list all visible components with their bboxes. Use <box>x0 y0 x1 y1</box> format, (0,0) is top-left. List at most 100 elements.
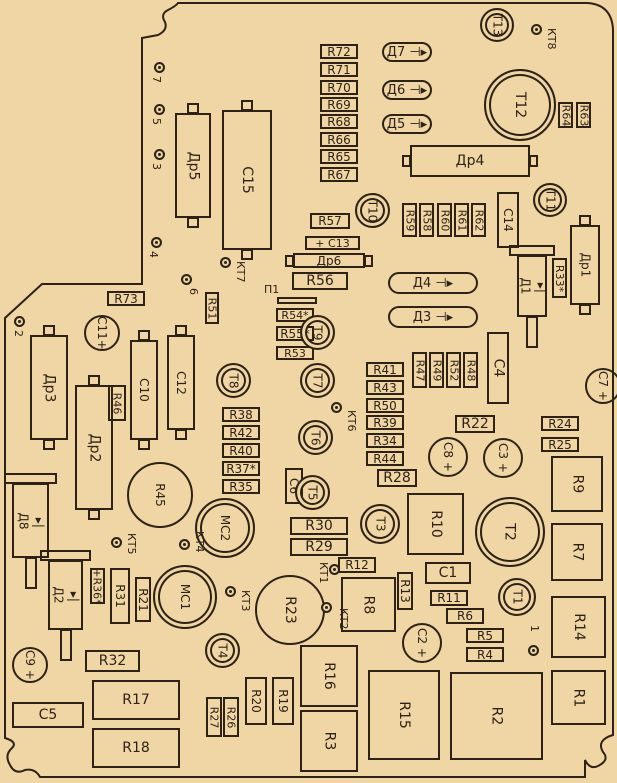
component-r15: R15 <box>368 670 440 760</box>
component-t10: Т10 <box>355 193 390 228</box>
diode-icon: ▸| <box>533 279 548 293</box>
component-r30: R30 <box>290 517 348 535</box>
component-c15-lead <box>241 249 253 260</box>
component-label: R9 <box>568 474 585 494</box>
component-r70: R70 <box>320 80 358 95</box>
pad-p3-label: 3 <box>150 163 163 170</box>
component-r38: R38 <box>222 407 260 422</box>
component-r71: R71 <box>320 62 358 77</box>
test-point-kt5-label: КТ5 <box>125 533 138 555</box>
component-t8: Т8 <box>216 363 251 398</box>
component-label: R73 <box>114 291 138 306</box>
component-r11: R11 <box>430 590 468 606</box>
component-t12: Т12 <box>484 69 556 141</box>
pad-p2-icon <box>14 316 25 327</box>
component-label: R32 <box>98 653 127 669</box>
pad-p7-label: 7 <box>150 76 163 83</box>
component-r65: R65 <box>320 149 358 164</box>
component-r9: R9 <box>551 456 603 512</box>
component-t3: Т3 <box>360 504 400 544</box>
component-c12-lead <box>175 429 187 440</box>
component-c12: C12 <box>167 335 195 430</box>
diode-icon: ⊣▸ <box>405 116 428 132</box>
component-r33: R33* <box>552 258 567 298</box>
component-r29: R29 <box>290 538 348 556</box>
pad-p6-label: 6 <box>187 288 200 295</box>
component-label: R57 <box>318 214 342 228</box>
component-label: R8 <box>360 595 377 614</box>
component-label: R38 <box>229 407 253 422</box>
component-t6: Т6 <box>298 420 333 455</box>
component-label: R16 <box>320 662 337 690</box>
component-t9: Т9 <box>300 315 335 350</box>
component-c10: C10 <box>130 340 158 440</box>
label-p1: П1 <box>264 283 280 296</box>
component-label: C12 <box>174 370 188 395</box>
component-label: R4 <box>477 647 493 662</box>
component-c8: C8 + <box>428 437 468 477</box>
component-label: R49 <box>430 359 444 381</box>
component-label: Т13 <box>489 13 504 37</box>
component-label: R12 <box>345 558 369 572</box>
component-label: Т10 <box>365 199 380 222</box>
component-label: R20 <box>249 689 264 713</box>
component-r62: R62 <box>471 203 486 237</box>
component-r67: R67 <box>320 167 358 182</box>
component-label: R46 <box>110 392 124 414</box>
component-mc2: МС2 <box>195 498 255 558</box>
component-label: C2 + <box>414 628 429 658</box>
component-r72: R72 <box>320 44 358 59</box>
component-r31: R31 <box>110 568 130 624</box>
test-point-kt7-icon <box>220 257 231 268</box>
component-c9: C9 + <box>12 647 48 683</box>
component-label: R56 <box>306 273 334 289</box>
test-point-kt4-label: КТ4 <box>193 531 206 553</box>
component-r52: R52 <box>446 352 461 388</box>
component-d6: Д6 ⊣▸ <box>382 80 432 100</box>
component-label: Д6 <box>386 82 406 98</box>
component-c13: + C13 <box>305 236 360 250</box>
p1-bar <box>277 297 317 304</box>
component-dr5-lead <box>187 217 199 228</box>
test-point-kt6-label: КТ6 <box>345 410 358 432</box>
component-r14: R14 <box>551 596 606 658</box>
component-dr1-lead <box>579 304 591 315</box>
component-r47: R47 <box>412 352 427 388</box>
component-label: R48 <box>464 359 478 381</box>
component-r73: R73 <box>107 291 145 306</box>
component-r49: R49 <box>429 352 444 388</box>
component-r28: R28 <box>377 469 417 487</box>
component-r10: R10 <box>407 493 464 555</box>
component-c5: C5 <box>12 702 84 728</box>
component-label: Д1 <box>518 277 533 295</box>
component-label: МС2 <box>218 514 232 542</box>
component-label: R5 <box>477 628 493 643</box>
component-label: R53 <box>284 346 306 360</box>
component-label: R6 <box>457 609 473 623</box>
component-t7: Т7 <box>300 363 335 398</box>
pad-p2-label: 2 <box>12 330 25 337</box>
component-r6: R6 <box>446 608 484 624</box>
component-label: Др1 <box>577 252 592 278</box>
component-label: МС1 <box>178 583 192 611</box>
component-label: Т11 <box>542 188 557 212</box>
component-label: C14 <box>501 208 515 232</box>
component-label: R69 <box>327 97 351 112</box>
component-label: C10 <box>137 378 151 402</box>
pad-p1-icon <box>528 645 539 656</box>
component-label: R18 <box>122 740 150 756</box>
component-r32: R32 <box>85 650 140 672</box>
test-point-kt3-icon <box>225 586 236 597</box>
component-r34: R34 <box>366 433 404 448</box>
component-label: R35 <box>229 479 253 494</box>
component-label: R23 <box>281 596 298 624</box>
component-r7: R7 <box>551 523 603 581</box>
test-point-kt8-icon <box>531 24 542 35</box>
component-c10-lead <box>138 439 150 450</box>
component-label: R34 <box>373 433 397 448</box>
component-label: R15 <box>395 701 412 729</box>
component-r19: R19 <box>272 677 294 725</box>
component-label: R14 <box>570 613 587 641</box>
component-r26: R26 <box>223 697 239 737</box>
